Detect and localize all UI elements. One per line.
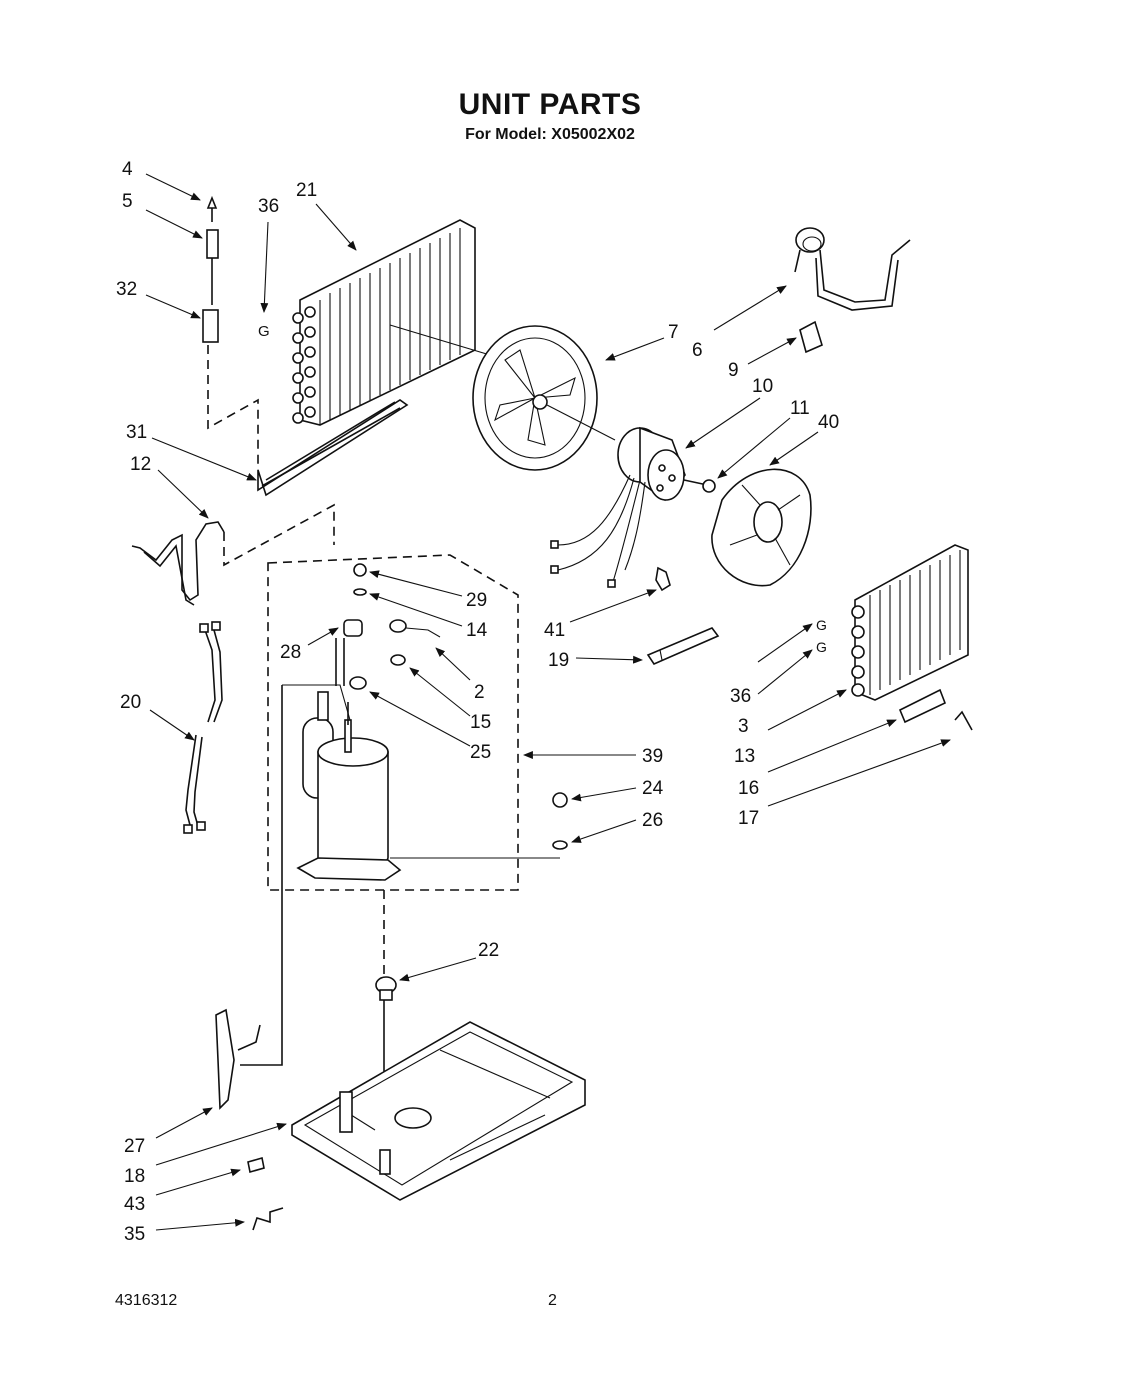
callout-21: 21 (296, 180, 317, 201)
callout-labels: 4 5 32 36 21 31 12 20 7 6 9 10 11 40 29 … (116, 159, 839, 1245)
callout-6: 6 (692, 340, 703, 361)
callout-13: 13 (734, 746, 755, 767)
callout-29: 29 (466, 590, 487, 611)
callout-27: 27 (124, 1136, 145, 1157)
nut-29 (353, 563, 367, 577)
clip-glyph-3: G (816, 639, 827, 655)
blower-wheel (711, 468, 812, 587)
callout-22: 22 (478, 940, 499, 961)
process-fitting (202, 309, 219, 343)
callout-35: 35 (124, 1224, 145, 1245)
grommet-28 (335, 619, 363, 686)
callout-25: 25 (470, 742, 491, 763)
evaporator-coil (851, 544, 969, 701)
capillary-heater-tube (257, 399, 409, 497)
washer-14 (353, 588, 367, 596)
clip-bracket (655, 566, 671, 592)
callout-7: 7 (668, 322, 679, 343)
document-number: 4316312 (115, 1292, 178, 1309)
compressor-group-frame (267, 554, 519, 891)
callout-12: 12 (130, 454, 151, 475)
wire-harness (183, 621, 223, 834)
clamp (799, 320, 823, 354)
compressor (296, 691, 402, 881)
callout-16: 16 (738, 778, 759, 799)
overload-protector (389, 619, 441, 638)
callout-26: 26 (642, 810, 663, 831)
process-tube (206, 229, 219, 259)
callout-28: 28 (280, 642, 301, 663)
callout-24: 24 (642, 778, 664, 799)
callout-9: 9 (728, 360, 739, 381)
callout-17: 17 (738, 808, 759, 829)
fan-motor (550, 426, 713, 588)
page-number: 2 (548, 1292, 557, 1309)
callout-11: 11 (790, 398, 810, 419)
callout-2: 2 (474, 682, 485, 703)
callout-19: 19 (548, 650, 569, 671)
callout-20: 20 (120, 692, 141, 713)
clip-17 (954, 710, 973, 731)
clip-glyph: G (258, 323, 270, 340)
callout-15: 15 (470, 712, 491, 733)
callout-3: 3 (738, 716, 749, 737)
tube-link (282, 684, 351, 721)
fan-shroud (472, 325, 616, 471)
grommet-22 (375, 976, 397, 1001)
callout-31: 31 (126, 422, 147, 443)
discharge-tube-line (240, 685, 283, 1066)
callout-41: 41 (544, 620, 565, 641)
washer-26 (552, 840, 568, 850)
callout-5: 5 (122, 191, 133, 212)
callout-36-right: 36 (730, 686, 751, 707)
tube-route-line (207, 345, 259, 470)
callout-36-top: 36 (258, 196, 279, 217)
screw-43 (247, 1156, 265, 1174)
callout-10: 10 (752, 376, 773, 397)
support-bracket-wire (794, 227, 911, 311)
callout-4: 4 (122, 159, 133, 180)
bushing-2 (390, 654, 406, 666)
base-pan (291, 1021, 586, 1201)
callout-43: 43 (124, 1194, 145, 1215)
clip-glyph-2: G (816, 617, 827, 633)
thermistor-holder (898, 688, 947, 724)
model-subtitle: For Model: X05002X02 (465, 126, 635, 143)
washer-15 (349, 676, 367, 690)
charging-valve-cap (206, 195, 218, 222)
discharge-tube (215, 1008, 261, 1110)
callout-arrows (145, 173, 951, 1231)
fan-nut (702, 479, 716, 493)
suction-tube (131, 503, 335, 606)
callout-18: 18 (124, 1166, 145, 1187)
callout-14: 14 (466, 620, 488, 641)
callout-40: 40 (818, 412, 839, 433)
callout-39: 39 (642, 746, 663, 767)
clip-35 (252, 1207, 284, 1231)
insulation-strip (646, 627, 720, 666)
callout-32: 32 (116, 279, 137, 300)
condenser-coil (292, 219, 491, 426)
nut-24 (552, 792, 568, 808)
page-title: UNIT PARTS (458, 88, 642, 121)
